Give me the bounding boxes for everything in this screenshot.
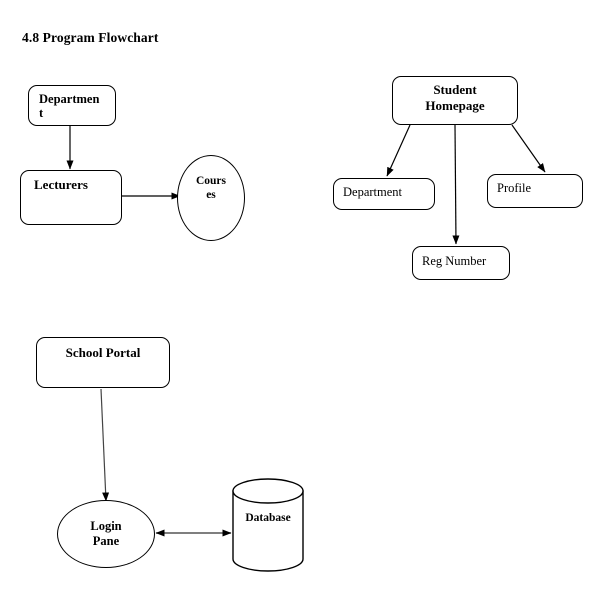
node-label-continued: Homepage (425, 98, 485, 114)
node-label: Department (343, 185, 403, 199)
node-login-pane[interactable]: Login Pane (57, 500, 155, 568)
node-label: Departmen (39, 92, 100, 106)
node-label: School Portal (65, 345, 141, 360)
node-label-continued: t (39, 106, 44, 121)
node-label: Profile (497, 181, 532, 195)
edge-homepage-to-profile (511, 124, 546, 173)
node-label: Database (245, 512, 291, 524)
edge-school-portal-to-login-pane (100, 388, 110, 502)
node-label: Lecturers (34, 177, 88, 192)
node-lecturers[interactable]: Lecturers (20, 170, 122, 225)
edge-homepage-to-reg-number (452, 124, 460, 245)
node-label-continued: es (206, 189, 216, 202)
node-department-lecturer-flow[interactable]: Departmen t (28, 85, 116, 126)
node-label: Cours (195, 175, 227, 187)
node-label: Reg Number (422, 254, 487, 268)
node-label: Login (90, 519, 122, 533)
node-department-student-flow[interactable]: Department (333, 178, 435, 210)
node-school-portal[interactable]: School Portal (36, 337, 170, 388)
node-database[interactable]: Database (232, 478, 304, 572)
node-profile[interactable]: Profile (487, 174, 583, 208)
node-courses[interactable]: Cours es (177, 155, 245, 241)
page-title: 4.8 Program Flowchart (22, 30, 159, 45)
database-cylinder-icon (232, 478, 304, 572)
node-student-homepage[interactable]: Student Homepage (392, 76, 518, 125)
edge-homepage-to-department (386, 124, 411, 177)
node-label: Student (433, 82, 477, 97)
node-label-continued: Pane (92, 534, 120, 548)
node-reg-number[interactable]: Reg Number (412, 246, 510, 280)
